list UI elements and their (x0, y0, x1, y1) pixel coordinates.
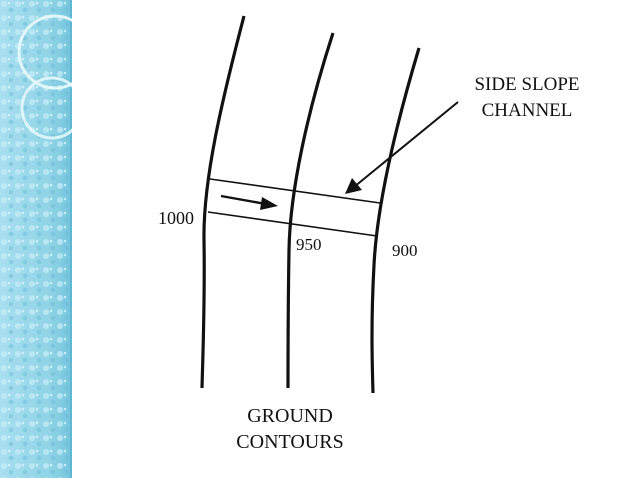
contour-line-1000 (200, 15, 246, 389)
decorative-ring (20, 76, 72, 140)
channel-upper-edge (209, 178, 381, 204)
contour-line-900 (370, 47, 421, 394)
caption-line-1: GROUND (247, 405, 333, 427)
contour-label-950: 950 (296, 235, 322, 254)
caption-line-2: CONTOURS (236, 431, 343, 453)
contour-label-1000: 1000 (158, 208, 194, 228)
channel-lower-edge (207, 211, 378, 237)
decorative-water-band (0, 0, 72, 478)
contour-line-950 (286, 32, 335, 389)
annotation-line-2: CHANNEL (482, 100, 573, 121)
annotation-line-1: SIDE SLOPE (474, 74, 579, 95)
annotation-arrow-shaft (353, 101, 459, 188)
annotation-arrow-head (345, 178, 362, 194)
contour-label-900: 900 (392, 241, 418, 260)
flow-arrow-head (260, 197, 278, 210)
decorative-ring (17, 14, 72, 90)
flow-arrow-shaft (220, 194, 267, 206)
